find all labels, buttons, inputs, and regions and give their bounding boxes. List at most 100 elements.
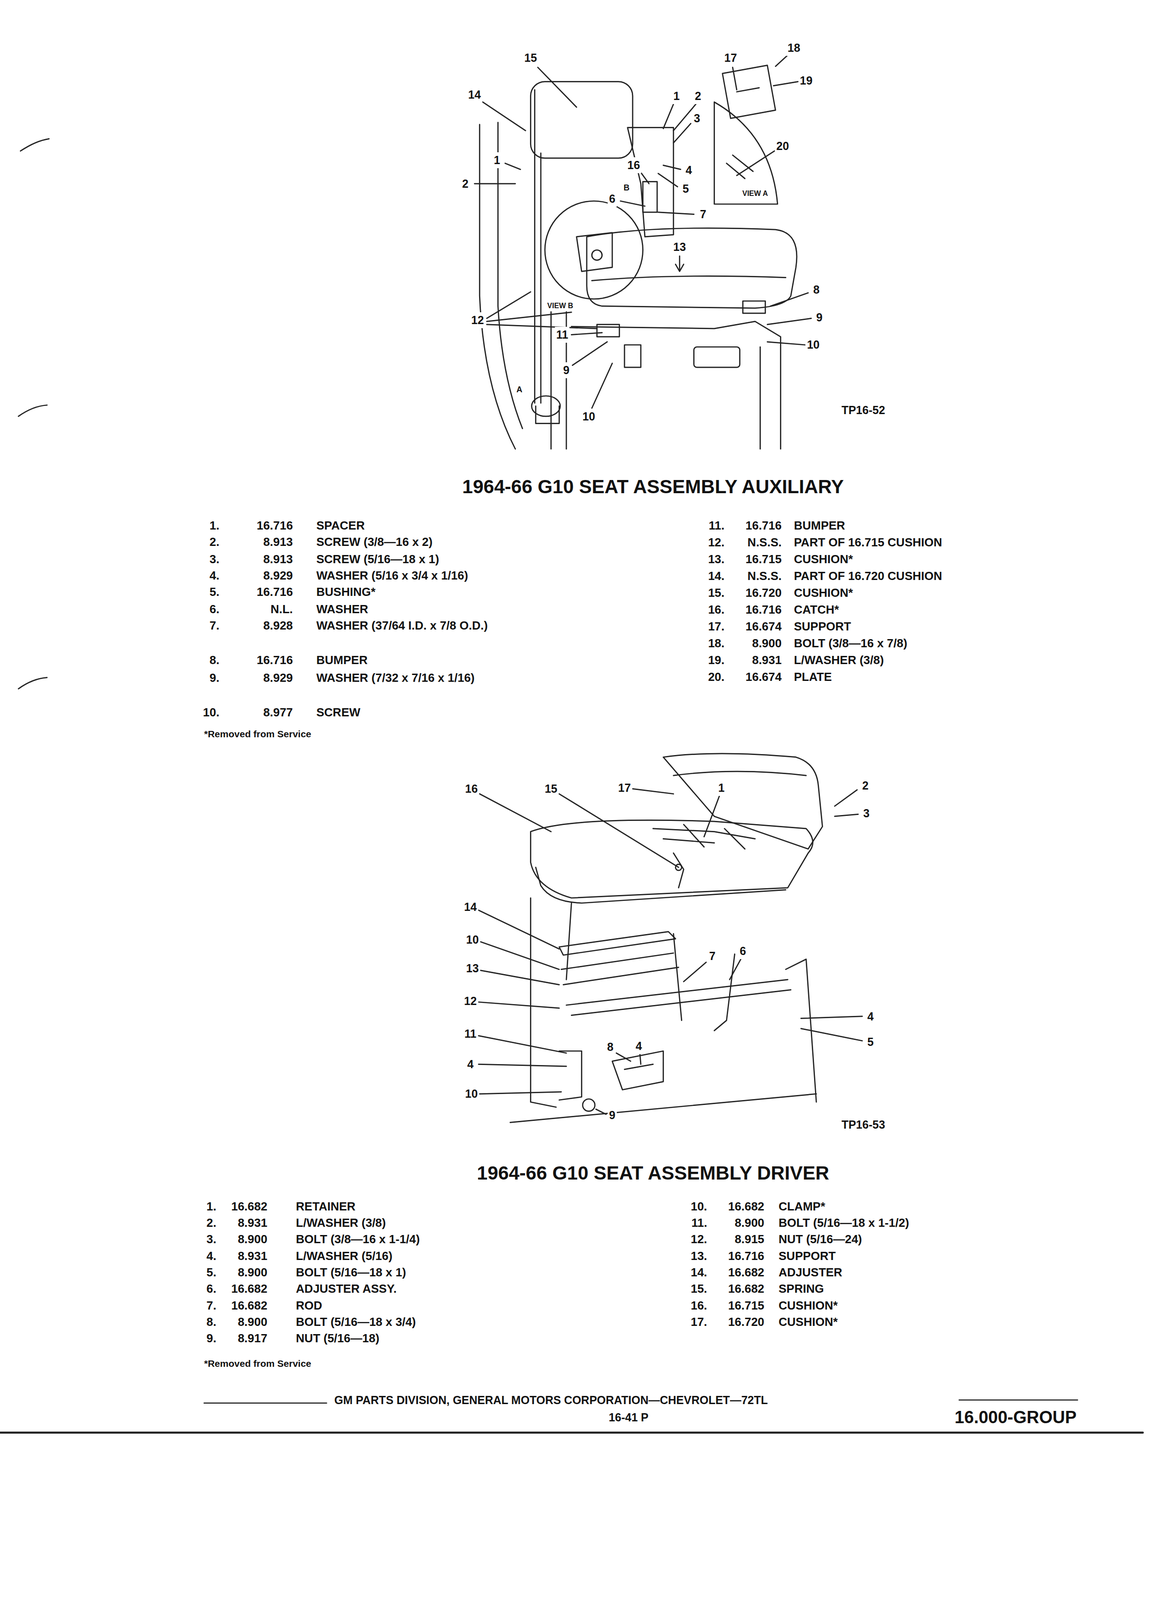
callout-number: 13 [671, 239, 688, 255]
item-number: 11. [691, 1214, 708, 1231]
item-number: 9. [206, 1329, 217, 1347]
callout-number: 14 [462, 899, 479, 915]
item-number: 16. [708, 601, 725, 618]
item-number: 1. [206, 1198, 217, 1215]
section-heading: 1964-66 G10 SEAT ASSEMBLY DRIVER [476, 1159, 830, 1187]
part-description: WASHER (5/16 x 3/4 x 1/16) [316, 567, 469, 584]
part-description: L/WASHER (3/8) [794, 651, 885, 669]
part-description: SPACER [316, 517, 365, 534]
part-number: N.L. [270, 600, 293, 618]
callout-number: 20 [774, 138, 791, 155]
part-description: BOLT (5/16—18 x 3/4) [295, 1313, 416, 1330]
part-number: 16.716 [728, 1247, 765, 1264]
part-description: SPRING [778, 1280, 825, 1297]
view-label: B [622, 182, 631, 194]
callout-number: 13 [464, 960, 481, 977]
item-number: 4. [206, 1247, 217, 1264]
callout-number: 14 [466, 86, 483, 103]
part-number: 16.682 [231, 1297, 268, 1314]
item-number: 12. [708, 534, 725, 551]
callout-number: 15 [543, 780, 559, 797]
callout-number: 12 [469, 312, 486, 329]
part-number: 16.716 [745, 517, 782, 534]
item-number: 5. [206, 1263, 217, 1281]
part-number: 8.977 [263, 704, 293, 721]
part-description: BOLT (3/8—16 x 1-1/4) [295, 1230, 420, 1248]
item-number: 17. [690, 1313, 708, 1330]
callout-number: 6 [738, 943, 748, 960]
part-description: SCREW [316, 704, 361, 721]
part-number: 8.917 [237, 1329, 268, 1347]
callout-number: 5 [865, 1034, 875, 1050]
part-description: SCREW (3/8—16 x 2) [316, 533, 433, 550]
part-number: 16.682 [231, 1198, 268, 1215]
part-description: WASHER [316, 600, 369, 618]
part-description: CUSHION* [778, 1297, 838, 1314]
callout-number: 10 [463, 1085, 480, 1102]
item-number: 2. [209, 533, 220, 550]
callout-number: 1 [672, 88, 682, 105]
part-description: WASHER (7/32 x 7/16 x 1/16) [316, 669, 490, 686]
callout-number: 8 [811, 281, 821, 298]
part-description: NUT (5/16—18) [295, 1329, 380, 1347]
part-description: CUSHION* [794, 584, 854, 601]
part-number: 8.928 [263, 617, 293, 634]
item-number: 13. [690, 1247, 708, 1264]
part-number: 16.716 [256, 651, 294, 669]
item-number: 13. [708, 550, 725, 568]
callout-number: 9 [561, 362, 571, 379]
part-description: L/WASHER (5/16) [295, 1247, 393, 1264]
callout-number: 15 [523, 49, 539, 66]
part-number: 16.674 [745, 618, 782, 635]
item-number: 7. [209, 617, 220, 634]
part-description: SUPPORT [778, 1247, 836, 1264]
part-number: 8.931 [237, 1247, 268, 1264]
callout-number: 9 [607, 1107, 617, 1124]
footnote: *Removed from Service [204, 1356, 312, 1370]
callout-number: 4 [634, 1038, 644, 1055]
callout-number: 19 [798, 72, 815, 89]
callout-number: 3 [692, 110, 702, 127]
part-description: BOLT (3/8—16 x 7/8) [794, 634, 908, 652]
part-description: PART OF 16.715 CUSHION [794, 534, 943, 551]
item-number: 1. [209, 517, 220, 534]
part-number: N.S.S. [747, 567, 782, 585]
callout-number: 16 [625, 157, 642, 174]
callout-number: 4 [684, 162, 694, 179]
part-number: 8.931 [752, 651, 782, 669]
part-number: 8.929 [263, 567, 293, 584]
part-number: 8.913 [263, 550, 293, 568]
part-description: CUSHION* [778, 1313, 838, 1330]
callout-number: 4 [865, 1008, 875, 1025]
item-number: 18. [708, 634, 725, 652]
item-number: 14. [708, 567, 725, 585]
item-number: 3. [209, 550, 220, 568]
item-number: 12. [690, 1230, 708, 1248]
part-number: 16.674 [745, 668, 782, 685]
part-number: 8.931 [237, 1214, 268, 1231]
part-number: 16.720 [728, 1313, 765, 1330]
item-number: 6. [206, 1280, 217, 1297]
callout-number: 10 [805, 336, 821, 353]
callout-number: 2 [460, 175, 470, 192]
part-number: 16.716 [256, 583, 294, 600]
part-description: WASHER (37/64 I.D. x 7/8 O.D.) [316, 617, 490, 634]
part-description: SCREW (5/16—18 x 1) [316, 550, 440, 568]
callout-number: 12 [462, 993, 479, 1010]
part-number: 16.682 [728, 1198, 765, 1215]
callout-number: 10 [581, 408, 597, 425]
callout-number: 3 [861, 805, 871, 822]
callout-number: 6 [607, 190, 617, 207]
view-label: VIEW B [545, 300, 575, 311]
part-number: 16.716 [745, 601, 782, 618]
item-number: 9. [209, 669, 220, 686]
callout-number: 5 [681, 180, 691, 197]
part-number: 16.715 [728, 1297, 765, 1314]
callout-number: 18 [786, 39, 802, 56]
view-label: VIEW A [740, 188, 770, 199]
callout-number: 9 [814, 309, 825, 326]
footer-text: GM PARTS DIVISION, GENERAL MOTORS CORPOR… [332, 1392, 770, 1409]
part-number: 8.929 [263, 669, 293, 686]
item-number: 16. [690, 1297, 708, 1314]
callout-number: 2 [693, 88, 703, 105]
